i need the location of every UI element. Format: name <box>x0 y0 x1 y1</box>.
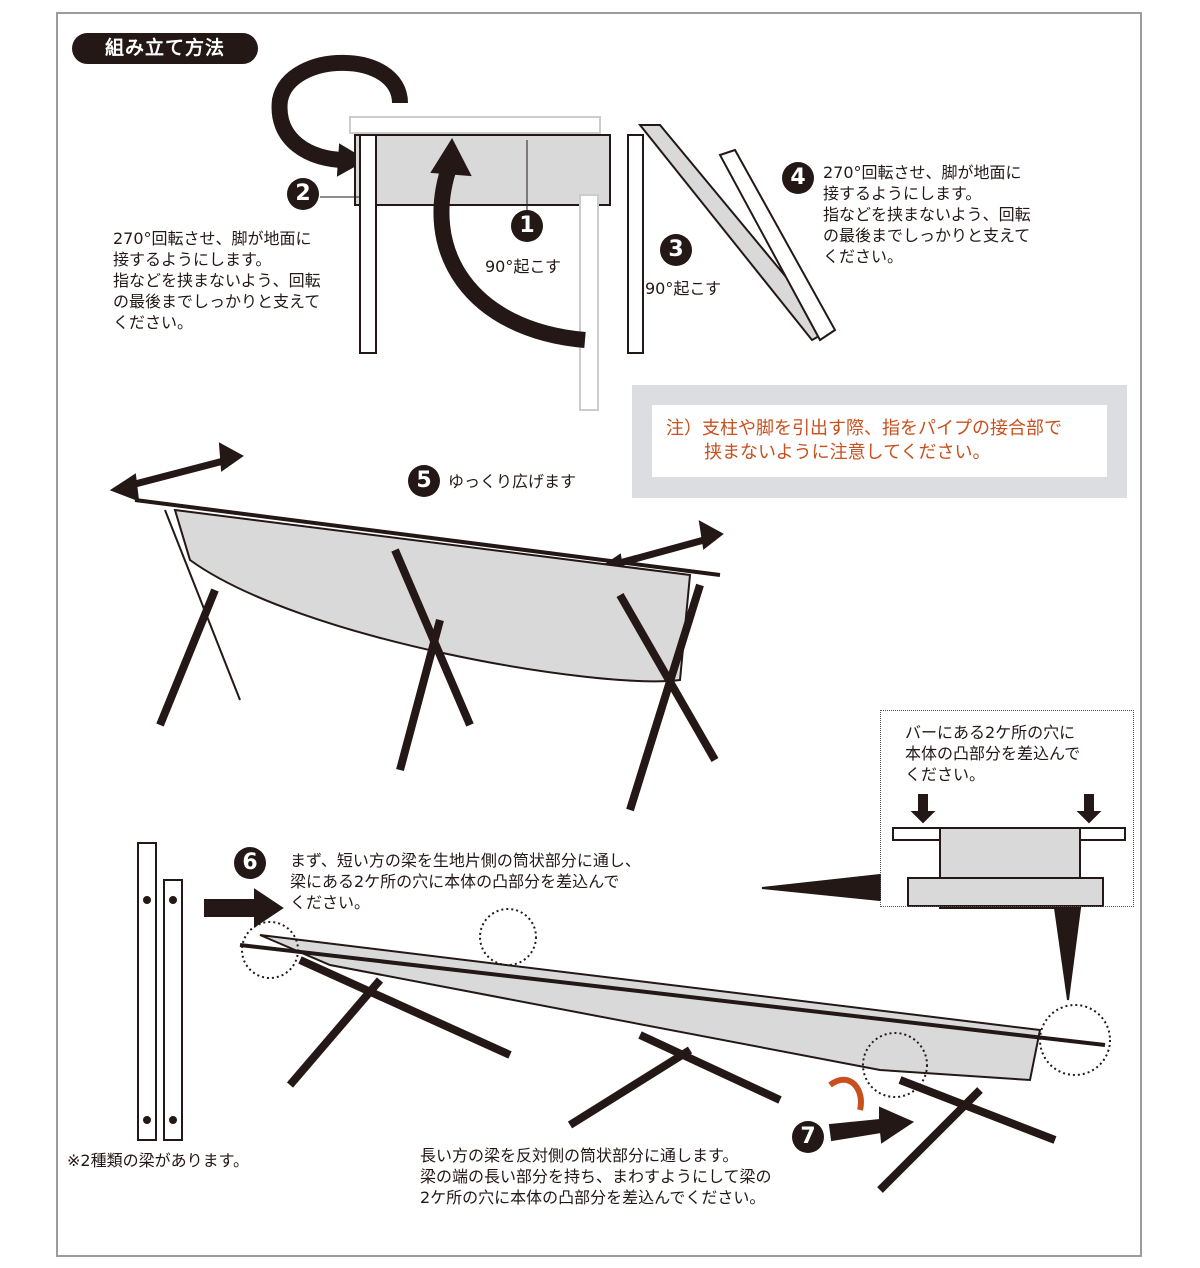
down-arrow-icon <box>910 794 936 824</box>
double-arrow-icon <box>119 454 236 492</box>
step-7-text: 長い方の梁を反対側の筒状部分に通します。 梁の端の長い部分を持ち、まわすようにし… <box>420 1146 772 1207</box>
step-5-badge: 5 <box>408 465 440 497</box>
caution-note: 注）支柱や脚を引出す際、指をパイプの接合部で 挟まないように注意してください。 <box>632 385 1127 498</box>
insert-arrow-icon <box>204 888 284 928</box>
insert-arrow-icon <box>828 1106 915 1144</box>
step6-7-illustration <box>137 794 1126 1193</box>
detail-text: バーにある2ケ所の穴に 本体の凸部分を差込んで ください。 <box>905 723 1081 784</box>
step-7-badge: 7 <box>792 1121 824 1153</box>
step-1-text: 90°起こす <box>485 257 562 276</box>
step-3-text: 90°起こす <box>645 279 722 298</box>
step-1-badge: 1 <box>511 210 543 242</box>
step-6-text: まず、短い方の梁を生地片側の筒状部分に通し、 梁にある2ケ所の穴に本体の凸部分を… <box>290 851 641 912</box>
step-2-text: 270°回転させ、脚が地面に 接するようにします。 指などを挟まないよう、回転 … <box>113 229 321 332</box>
step5-illustration <box>109 442 724 812</box>
step1-2-illustration <box>271 54 837 411</box>
step-6-badge: 6 <box>234 847 266 879</box>
caution-line-2: 挟まないように注意してください。 <box>704 442 991 463</box>
caution-line-1: 注）支柱や脚を引出す際、指をパイプの接合部で <box>666 418 1062 439</box>
rotate-arrow-icon <box>271 54 408 168</box>
step-5-text: ゆっくり広げます <box>448 472 577 491</box>
detail-box <box>880 710 1134 907</box>
section-title: 組み立て方法 <box>72 33 258 64</box>
step-4-text: 270°回転させ、脚が地面に 接するようにします。 指などを挟まないよう、回転 … <box>823 163 1031 266</box>
down-arrow-icon <box>1076 794 1102 824</box>
step-3-badge: 3 <box>660 234 692 266</box>
page-frame <box>56 12 1142 1257</box>
step-2-badge: 2 <box>287 178 319 210</box>
beam-note: ※2種類の梁があります。 <box>67 1151 249 1170</box>
step-4-badge: 4 <box>782 162 814 194</box>
